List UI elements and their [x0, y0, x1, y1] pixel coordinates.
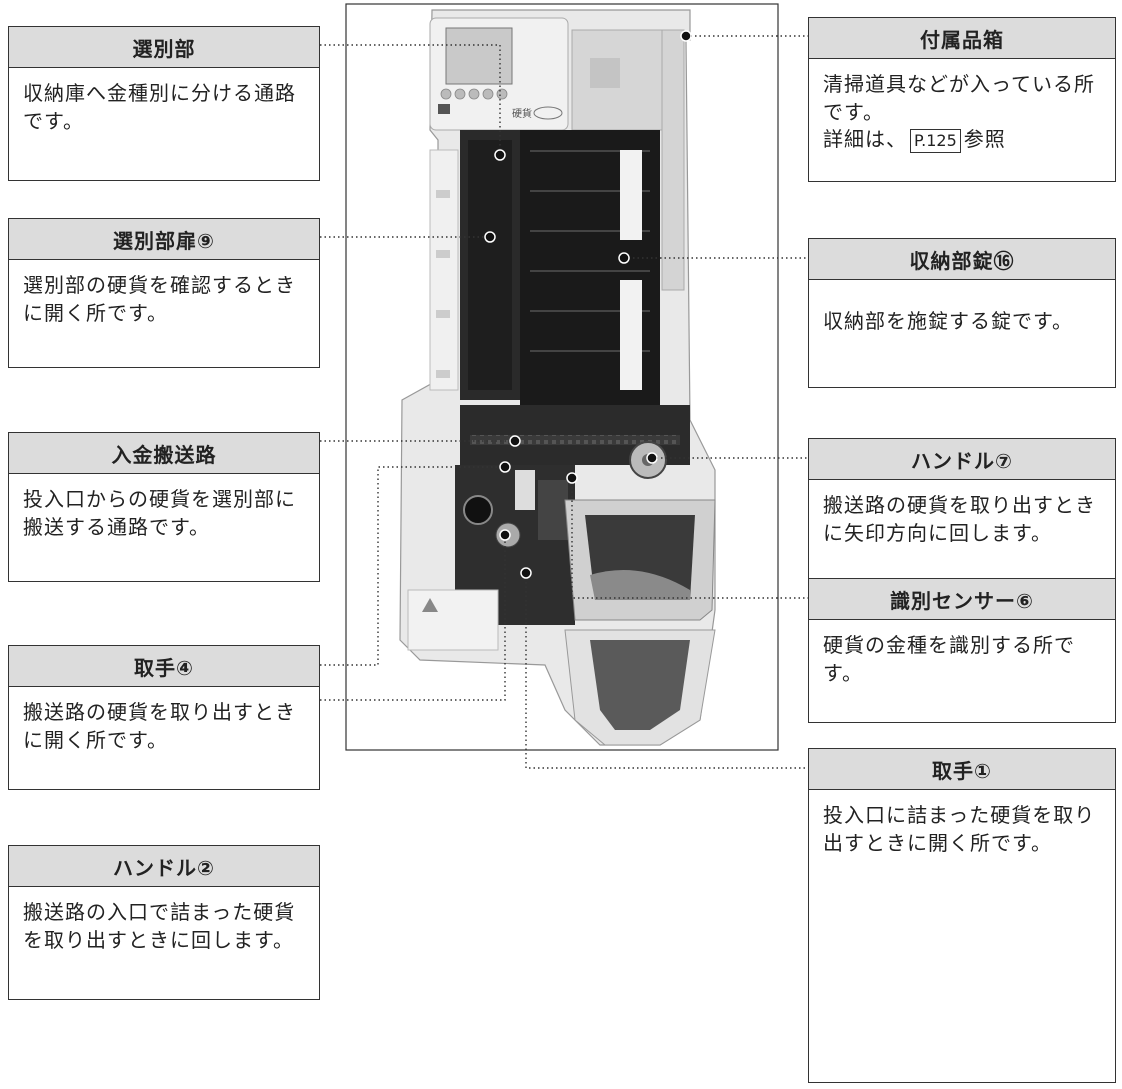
callout-deposit-path: 入金搬送路 投入口からの硬貨を選別部に搬送する通路です。	[8, 432, 320, 582]
callout-title: 取手④	[9, 646, 319, 687]
callout-description: 収納庫へ金種別に分ける通路です。	[23, 81, 296, 133]
callout-handle-2: ハンドル② 搬送路の入口で詰まった硬貨を取り出すときに回します。	[8, 845, 320, 1000]
callout-description: 搬送路の硬貨を取り出すときに開く所です。	[23, 700, 296, 752]
callout-title: 収納部錠⑯	[809, 239, 1115, 280]
callout-description: 清掃道具などが入っている所です。	[823, 72, 1095, 124]
callout-title: 識別センサー⑥	[809, 579, 1115, 620]
callout-title: 入金搬送路	[9, 433, 319, 474]
page-reference: P.125	[910, 129, 961, 154]
callout-handle-7: ハンドル⑦ 搬送路の硬貨を取り出すときに矢印方向に回します。	[808, 438, 1116, 588]
coin-machine: 硬貨	[399, 9, 716, 746]
callout-title: ハンドル⑦	[809, 439, 1115, 480]
callout-title: 付属品箱	[809, 18, 1115, 59]
callout-sorting-section: 選別部 収納庫へ金種別に分ける通路です。	[8, 26, 320, 181]
callout-description: 搬送路の硬貨を取り出すときに矢印方向に回します。	[823, 493, 1096, 545]
callout-title: ハンドル②	[9, 846, 319, 887]
callout-title: 選別部	[9, 27, 319, 68]
callout-description: 硬貨の金種を識別する所です。	[823, 633, 1075, 685]
callout-storage-lock: 収納部錠⑯ 収納部を施錠する錠です。	[808, 238, 1116, 388]
leader-lines	[320, 35, 810, 769]
callout-title: 選別部扉⑨	[9, 219, 319, 260]
callout-title: 取手①	[809, 749, 1115, 790]
leader-dots	[484, 30, 692, 579]
detail-suffix: 参照	[963, 127, 1006, 152]
callout-description: 搬送路の入口で詰まった硬貨を取り出すときに回します。	[23, 900, 296, 952]
callout-sensor-6: 識別センサー⑥ 硬貨の金種を識別する所です。	[808, 578, 1116, 723]
callout-description: 投入口からの硬貨を選別部に搬送する通路です。	[23, 487, 296, 539]
callout-description: 投入口に詰まった硬貨を取り出すときに開く所です。	[823, 803, 1096, 855]
callout-grip-1: 取手① 投入口に詰まった硬貨を取り出すときに開く所です。	[808, 748, 1116, 1083]
panel-brand-text: 硬貨	[512, 107, 532, 120]
callout-grip-4: 取手④ 搬送路の硬貨を取り出すときに開く所です。	[8, 645, 320, 790]
callout-sorting-door: 選別部扉⑨ 選別部の硬貨を確認するときに開く所です。	[8, 218, 320, 368]
callout-description: 選別部の硬貨を確認するときに開く所です。	[23, 273, 296, 325]
detail-prefix: 詳細は、	[823, 127, 907, 152]
callout-description: 収納部を施錠する錠です。	[823, 309, 1073, 333]
